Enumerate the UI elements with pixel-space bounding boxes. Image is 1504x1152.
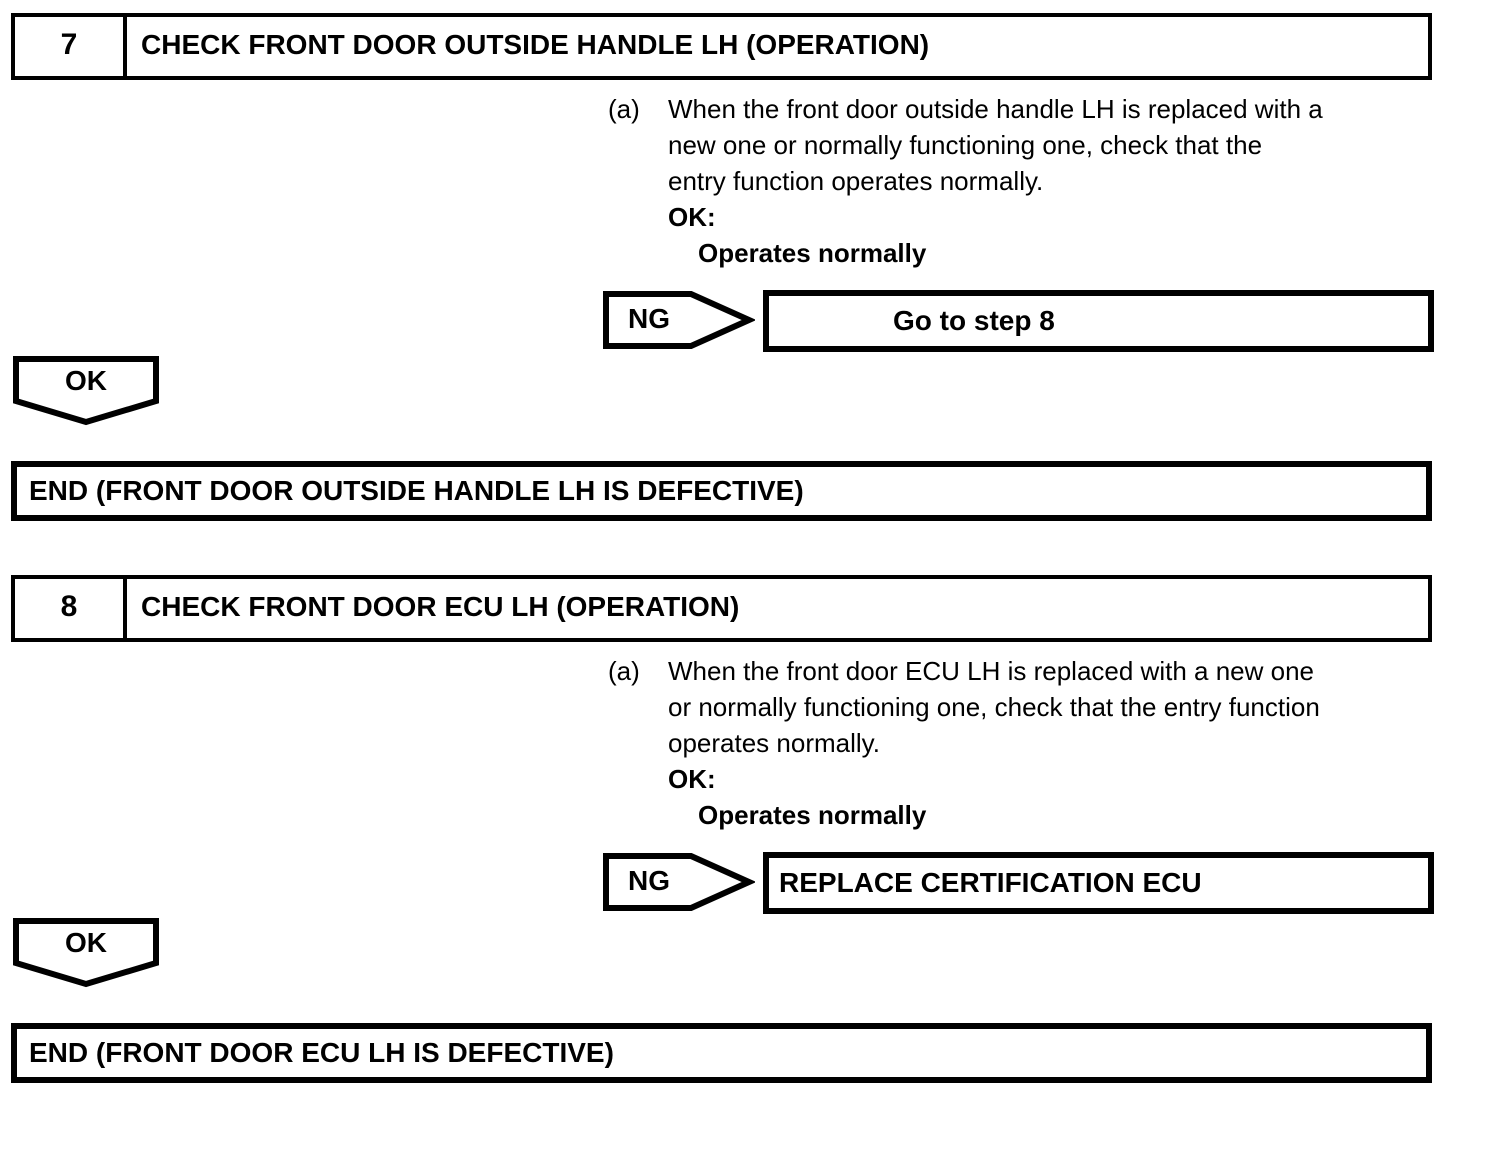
end-box: END (FRONT DOOR OUTSIDE HANDLE LH IS DEF… [11,461,1432,521]
step-title: CHECK FRONT DOOR OUTSIDE HANDLE LH (OPER… [141,29,930,60]
ng-label: NG [628,303,670,334]
ng-result-text: REPLACE CERTIFICATION ECU [779,867,1202,898]
instruction-line: or normally functioning one, check that … [668,692,1320,722]
ok-label: OK [65,927,107,958]
ok-criteria-value: Operates normally [698,800,927,830]
ok-criteria-value: Operates normally [698,238,927,268]
ng-connector: NG [603,291,755,349]
instruction-text: When the front door ECU LH is replaced w… [668,653,1443,833]
ok-connector: OK [13,356,159,426]
ng-result-box: REPLACE CERTIFICATION ECU [763,852,1434,914]
instruction-item-label: (a) [608,94,640,124]
ok-arrow-icon [13,356,159,426]
step-number: 7 [15,17,127,76]
ok-criteria-label: OK: [668,202,716,232]
ng-label: NG [628,865,670,896]
step-8-block: 8 CHECK FRONT DOOR ECU LH (OPERATION) (a… [0,575,1504,1095]
ng-result-text: Go to step 8 [893,305,1055,336]
step-8-header: 8 CHECK FRONT DOOR ECU LH (OPERATION) [11,575,1432,642]
ng-arrow-icon [603,291,755,349]
step-number: 8 [15,579,127,638]
ok-label: OK [65,365,107,396]
end-text: END (FRONT DOOR OUTSIDE HANDLE LH IS DEF… [29,475,804,506]
ok-connector: OK [13,918,159,988]
instruction-line: When the front door ECU LH is replaced w… [668,656,1315,686]
ng-result-box: Go to step 8 [763,290,1434,352]
ng-connector: NG [603,853,755,911]
ng-arrow-icon [603,853,755,911]
instruction-line: When the front door outside handle LH is… [668,94,1323,124]
instruction-item-label: (a) [608,656,640,686]
end-text: END (FRONT DOOR ECU LH IS DEFECTIVE) [29,1037,614,1068]
instruction-line: new one or normally functioning one, che… [668,130,1263,160]
instruction-line: entry function operates normally. [668,166,1044,196]
instruction-text: When the front door outside handle LH is… [668,91,1443,271]
ok-criteria-label: OK: [668,764,716,794]
step-title: CHECK FRONT DOOR ECU LH (OPERATION) [141,591,740,622]
instruction-line: operates normally. [668,728,880,758]
step-7-header: 7 CHECK FRONT DOOR OUTSIDE HANDLE LH (OP… [11,13,1432,80]
end-box: END (FRONT DOOR ECU LH IS DEFECTIVE) [11,1023,1432,1083]
step-7-block: 7 CHECK FRONT DOOR OUTSIDE HANDLE LH (OP… [0,13,1504,533]
ok-arrow-icon [13,918,159,988]
